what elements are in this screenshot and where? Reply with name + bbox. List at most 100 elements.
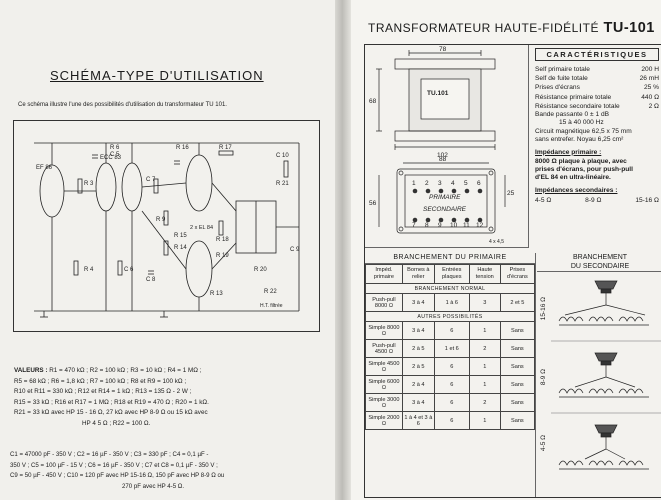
col-header: Prises d'écrans bbox=[499, 264, 536, 284]
pin-1: 1 bbox=[412, 180, 416, 187]
label-r19: R 19 bbox=[216, 253, 229, 259]
transformer-name: TU.101 bbox=[427, 90, 449, 97]
imp-primary-line: prises d'écrans, pour push-pull bbox=[535, 166, 633, 174]
secondary-header-line: BRANCHEMENT bbox=[572, 254, 628, 261]
cell: 2 à 5 bbox=[401, 339, 435, 358]
label-ef86: EF 86 bbox=[36, 165, 53, 171]
values-line: HP 4 5 Ω ; R22 = 100 Ω. bbox=[82, 419, 151, 427]
spec-value: 200 H bbox=[641, 66, 659, 73]
pin-7: 7 bbox=[412, 222, 416, 229]
cell: 1 bbox=[468, 375, 501, 394]
col-header: Impéd. primaire bbox=[365, 264, 403, 284]
dim-25: 25 bbox=[507, 190, 515, 197]
values-line: R1 = 470 kΩ ; R2 = 100 kΩ ; R3 = 10 kΩ ;… bbox=[49, 367, 202, 374]
cell: Push-pull 8000 Ω bbox=[365, 293, 403, 312]
capacitor-values: C1 = 47000 pF - 350 V ; C2 = 16 µF - 350… bbox=[10, 450, 320, 492]
cell: 1 bbox=[468, 357, 501, 376]
bandwidth-range: 15 à 40 000 Hz bbox=[559, 119, 604, 127]
secondary-branching: BRANCHEMENT DU SECONDAIRE 15-16 Ω 8-9 Ω … bbox=[537, 253, 661, 497]
label-c10: C 10 bbox=[276, 153, 289, 159]
table-row: Push-pull 8000 Ω 3 à 4 1 à 6 3 2 et 5 bbox=[365, 293, 536, 312]
table-row: Simple 8000 Ω 3 à 4 6 1 Sans bbox=[365, 321, 536, 340]
cell: Simple 3000 Ω bbox=[365, 393, 403, 412]
secondary-label: SECONDAIRE bbox=[423, 206, 467, 213]
cell: 2 à 5 bbox=[401, 357, 435, 376]
cell: 3 à 4 bbox=[401, 293, 435, 312]
pin-11: 11 bbox=[463, 222, 470, 229]
cell: 2 et 5 bbox=[499, 293, 536, 312]
table-header-row: Impéd. primaire Bornes à relier Entrées … bbox=[365, 264, 536, 284]
cell: 1 bbox=[468, 411, 501, 430]
values-line: R5 = 68 kΩ ; R6 = 1,8 kΩ ; R7 = 100 kΩ ;… bbox=[14, 377, 187, 385]
normal-label: BRANCHEMENT NORMAL bbox=[365, 283, 535, 294]
dim-78: 78 bbox=[439, 46, 447, 53]
specs-header: CARACTÉRISTIQUES bbox=[535, 48, 659, 61]
pin-3: 3 bbox=[438, 180, 442, 187]
schematic-diagram: EF 86 ECC 83 2 x EL 84 R 6 C 5 R 17 R 18… bbox=[13, 120, 320, 332]
cell: 6 bbox=[433, 393, 470, 412]
secondary-label-15: 15-16 Ω bbox=[540, 297, 547, 321]
cell: Sans bbox=[499, 321, 536, 340]
values-line: R10 et R11 = 330 kΩ ; R12 et R14 = 1 kΩ … bbox=[14, 388, 192, 396]
imp-primary-label: Impédance primaire : bbox=[535, 148, 602, 156]
secondary-label-8: 8-9 Ω bbox=[540, 369, 547, 386]
cell: 2 bbox=[468, 339, 501, 358]
cell: 3 bbox=[468, 293, 501, 312]
imp-primary-line: d'EL 84 en ultra-linéaire. bbox=[535, 174, 611, 182]
dim-68: 68 bbox=[369, 98, 377, 105]
pin-8: 8 bbox=[425, 222, 429, 229]
bandwidth-line: Bande passante 0 ± 1 dB bbox=[535, 111, 610, 119]
label-r21: R 21 bbox=[276, 181, 289, 187]
label-r14: R 14 bbox=[174, 245, 187, 251]
spec-row: Self primaire totale 200 H bbox=[531, 65, 661, 74]
table-row: Simple 3000 Ω 3 à 4 6 2 Sans bbox=[365, 393, 536, 412]
secondary-label-4: 4-5 Ω bbox=[540, 435, 547, 452]
secondary-wiring-svg bbox=[551, 280, 661, 470]
dim-88: 88 bbox=[439, 156, 447, 163]
label-r4: R 4 bbox=[84, 267, 94, 273]
cell: Sans bbox=[499, 411, 536, 430]
imp-secondary-label: Impédances secondaires : bbox=[535, 186, 618, 194]
label-r13: R 13 bbox=[210, 291, 223, 297]
screw-size: 4 x 4,5 bbox=[489, 239, 504, 245]
pin-2: 2 bbox=[425, 180, 429, 187]
spec-key: Résistance primaire totale bbox=[535, 93, 612, 101]
secondary-header: BRANCHEMENT DU SECONDAIRE bbox=[537, 253, 661, 272]
spec-key: Self primaire totale bbox=[535, 66, 590, 73]
values-label: VALEURS : bbox=[14, 367, 48, 374]
schematic-svg: EF 86 ECC 83 2 x EL 84 R 6 C 5 R 17 R 18… bbox=[34, 142, 300, 318]
left-page: SCHÉMA-TYPE D'UTILISATION Ce schéma illu… bbox=[10, 68, 320, 492]
schematic-title: SCHÉMA-TYPE D'UTILISATION bbox=[50, 68, 264, 83]
cell: Sans bbox=[499, 357, 536, 376]
primary-label: PRIMAIRE bbox=[429, 194, 461, 201]
pin-9: 9 bbox=[438, 222, 442, 229]
table-row: Simple 6000 Ω 2 à 4 6 1 Sans bbox=[365, 375, 536, 394]
label-ht-filtree: H.T. filtrée bbox=[260, 303, 283, 309]
spec-value: 2 Ω bbox=[648, 102, 659, 110]
label-r16: R 16 bbox=[176, 145, 189, 151]
spec-value: 25 % bbox=[643, 84, 659, 92]
cell: Simple 8000 Ω bbox=[365, 321, 403, 340]
cell: 3 à 4 bbox=[401, 393, 435, 412]
imp-secondary-value: 8-9 Ω bbox=[585, 196, 602, 204]
label-c7: C 7 bbox=[146, 177, 156, 183]
label-r22: R 22 bbox=[264, 289, 277, 295]
label-ecc83: ECC 83 bbox=[100, 155, 122, 161]
spec-key: Self de fuite totale bbox=[535, 75, 588, 83]
table-row: Simple 2000 Ω 1 à 4 et 3 à 6 6 1 Sans bbox=[365, 411, 536, 430]
cell: Sans bbox=[499, 375, 536, 394]
pin-6: 6 bbox=[477, 180, 481, 187]
right-page: TRANSFORMATEUR HAUTE-FIDÉLITÉ TU-101 bbox=[351, 0, 661, 500]
table-row: Simple 4500 Ω 2 à 5 6 1 Sans bbox=[365, 357, 536, 376]
spec-key: Résistance secondaire totale bbox=[535, 102, 620, 110]
other-label: AUTRES POSSIBILITÉS bbox=[365, 311, 535, 322]
values-line: R21 = 33 kΩ avec HP 15 - 16 Ω, 27 kΩ ave… bbox=[14, 409, 208, 417]
col-header: Entrées plaques bbox=[433, 264, 470, 284]
primary-branching-header: BRANCHEMENT DU PRIMAIRE bbox=[365, 253, 535, 264]
specifications: CARACTÉRISTIQUES Self primaire totale 200… bbox=[531, 45, 661, 247]
cell: 6 bbox=[433, 321, 470, 340]
imp-secondary-value: 4-5 Ω bbox=[535, 196, 552, 204]
label-r3: R 3 bbox=[84, 181, 94, 187]
section-row: AUTRES POSSIBILITÉS bbox=[365, 311, 535, 322]
